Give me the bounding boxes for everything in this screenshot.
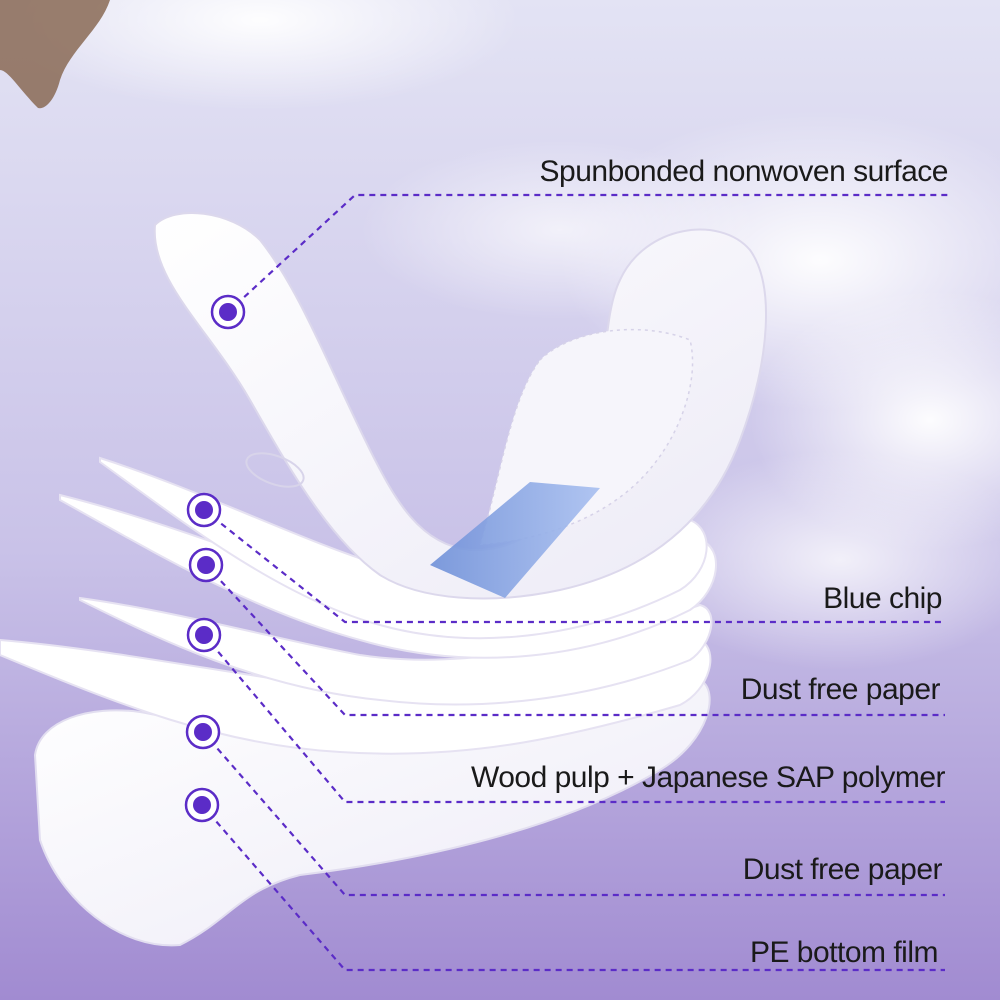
- layer-marker-icon: [185, 714, 221, 750]
- wood-pulp-sap-layer: [79, 596, 713, 706]
- layer-marker-icon: [210, 294, 246, 330]
- leader-line-blue-chip: [203, 509, 945, 624]
- leader-lines: [201, 193, 948, 972]
- label-wood-pulp-sap: Wood pulp + Japanese SAP polymer: [470, 761, 946, 794]
- label-dust-free-paper-lower: Dust free paper: [742, 853, 943, 886]
- blue-chip-strip: [430, 482, 600, 598]
- label-pe-bottom-film: PE bottom film: [749, 936, 939, 969]
- label-spunbonded-surface: Spunbonded nonwoven surface: [539, 155, 949, 188]
- markers: [184, 294, 246, 823]
- leader-line-dust-free-upper: [205, 564, 945, 717]
- label-dust-free-paper-upper: Dust free paper: [740, 673, 941, 706]
- leader-line-dust-free-lower: [202, 731, 945, 897]
- dried-flower: [0, 0, 110, 109]
- spunbonded-surface-layer: [153, 212, 767, 600]
- leader-line-pe-film: [201, 804, 945, 972]
- cloud: [0, 0, 520, 110]
- layer-marker-icon: [184, 787, 220, 823]
- blue-chip-base-layer: [99, 456, 708, 640]
- label-blue-chip: Blue chip: [823, 582, 942, 615]
- layer-marker-icon: [188, 547, 224, 583]
- leader-line-wood-pulp: [203, 634, 945, 804]
- layer-marker-icon: [186, 617, 222, 653]
- surface-embossing: [245, 452, 305, 488]
- cloud: [640, 450, 1000, 670]
- leader-line-spunbonded: [227, 193, 948, 313]
- layer-marker-icon: [186, 492, 222, 528]
